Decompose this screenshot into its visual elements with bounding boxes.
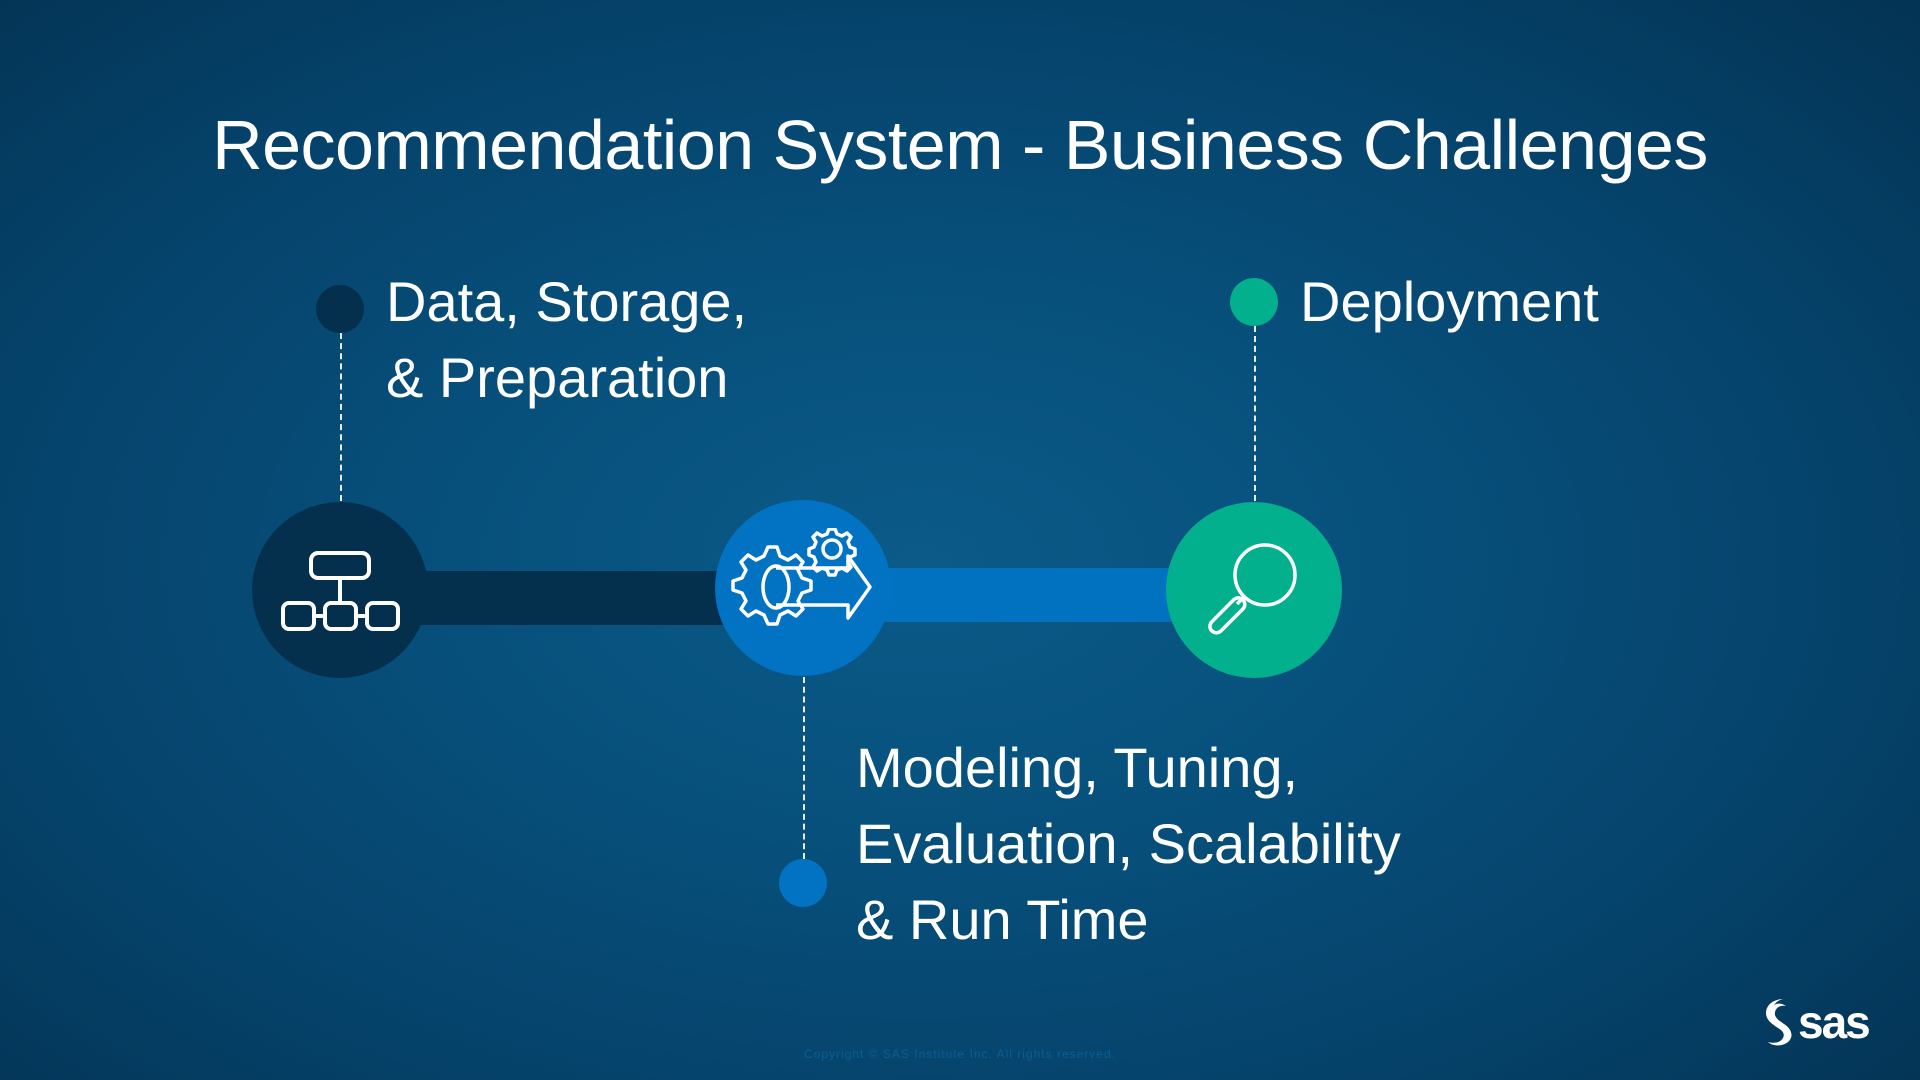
stage3-label-line: Deployment <box>1300 270 1599 333</box>
stage3-circle <box>1166 502 1342 678</box>
stage2-label-line: & Run Time <box>856 888 1149 951</box>
slide-title: Recommendation System - Business Challen… <box>212 105 1708 184</box>
stage2-marker-dot <box>779 859 827 907</box>
stage3-label: Deployment <box>1300 264 1599 340</box>
sas-swirl-icon <box>1766 999 1792 1046</box>
stage1-circle <box>252 502 428 678</box>
stage3-marker-dot <box>1230 278 1278 326</box>
leader-line-stage1 <box>340 333 342 501</box>
stage1-label-line: & Preparation <box>386 346 729 409</box>
sas-logo: sas <box>1762 996 1887 1048</box>
hierarchy-diagram-icon <box>281 551 400 631</box>
stage2-circle <box>715 500 891 676</box>
stage2-label-line: Evaluation, Scalability <box>856 812 1401 875</box>
leader-line-stage2 <box>803 677 805 859</box>
copyright-notice: Copyright © SAS Institute Inc. All right… <box>804 1047 1116 1061</box>
stage1-label-line: Data, Storage, <box>386 270 748 333</box>
stage1-marker-dot <box>316 285 364 333</box>
sas-logo-text: sas <box>1798 996 1871 1048</box>
gears-arrow-icon <box>731 528 872 626</box>
stage2-label: Modeling, Tuning, Evaluation, Scalabilit… <box>856 730 1401 958</box>
leader-line-stage3 <box>1254 326 1256 501</box>
magnifying-glass-icon <box>1208 543 1297 635</box>
stage1-label: Data, Storage, & Preparation <box>386 264 747 416</box>
stage2-label-line: Modeling, Tuning, <box>856 736 1299 799</box>
